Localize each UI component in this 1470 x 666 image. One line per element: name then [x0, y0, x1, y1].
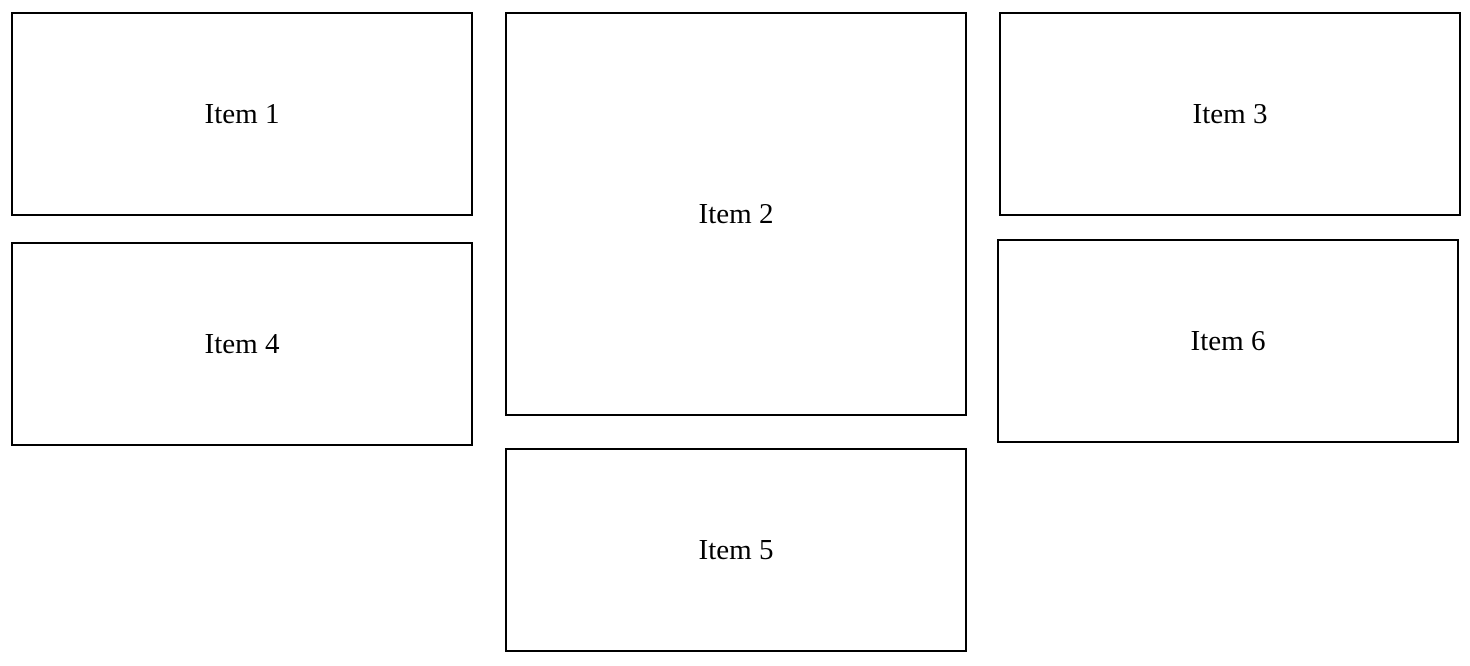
grid-item-3: Item 3 — [999, 12, 1461, 216]
grid-item-label: Item 5 — [698, 533, 774, 566]
grid-item-label: Item 1 — [204, 97, 280, 130]
grid-item-4: Item 4 — [11, 242, 473, 446]
grid-item-1: Item 1 — [11, 12, 473, 216]
grid-item-label: Item 6 — [1190, 324, 1266, 357]
grid-item-6: Item 6 — [997, 239, 1459, 443]
grid-item-label: Item 2 — [698, 197, 774, 230]
grid-item-5: Item 5 — [505, 448, 967, 652]
grid-item-2: Item 2 — [505, 12, 967, 416]
grid-item-label: Item 4 — [204, 327, 280, 360]
grid-item-label: Item 3 — [1192, 97, 1268, 130]
